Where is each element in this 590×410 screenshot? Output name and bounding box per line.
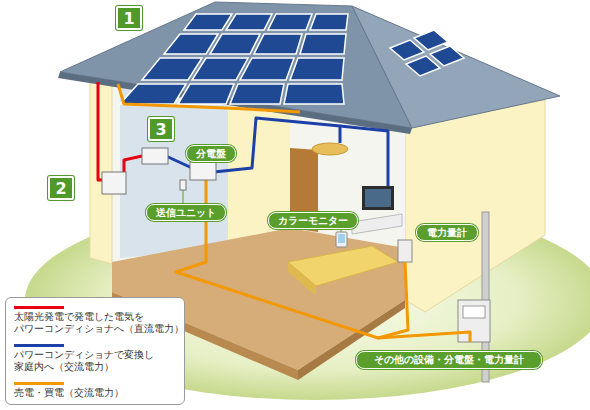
pill-text: 分電盤 xyxy=(196,147,226,161)
power-meter xyxy=(398,240,412,262)
legend-box: 太陽光発電で発電した電気を パワーコンディショナへ（直流電力） パワーコンディショ… xyxy=(5,297,185,405)
distribution-board xyxy=(190,162,216,180)
solar-panels xyxy=(120,14,348,104)
callout-number: 1 xyxy=(116,6,142,30)
transmission-unit xyxy=(180,180,186,190)
label-pill: 分電盤 xyxy=(186,145,236,162)
solar-panels xyxy=(390,30,464,76)
legend-line-sample xyxy=(14,344,64,347)
pill-text: カラーモニター xyxy=(278,214,348,228)
tv-stand xyxy=(352,214,402,234)
legend-text: パワーコンディショナで変換し 家庭内へ（交流電力） xyxy=(14,349,184,373)
callout-number: 3 xyxy=(148,117,174,141)
legend-text: 太陽光発電で発電した電気を パワーコンディショナへ（直流電力） xyxy=(14,311,184,335)
left-wall xyxy=(90,74,112,264)
outdoor-meter xyxy=(458,300,490,342)
roof-side xyxy=(352,6,560,128)
tv xyxy=(362,186,394,210)
tv-screen xyxy=(365,189,391,207)
pill-text: その他の設備・分電盤・電力量計 xyxy=(374,353,524,367)
pill-text: 電力量計 xyxy=(427,226,467,240)
label-pill: 電力量計 xyxy=(416,224,478,241)
sofa xyxy=(288,262,316,296)
junction-box xyxy=(142,148,168,164)
legend-text: 売電・買電（交流電力） xyxy=(14,387,184,399)
monitor-screen xyxy=(338,234,345,243)
ceiling-lamp xyxy=(312,143,348,155)
legend-line-sample xyxy=(14,382,64,385)
label-pill: 送信ユニット xyxy=(146,204,226,221)
callout-number: 2 xyxy=(48,176,74,200)
pill-text: 送信ユニット xyxy=(156,206,216,220)
power-conditioner xyxy=(102,172,126,194)
legend-line-sample xyxy=(14,306,64,309)
window-wall xyxy=(120,84,228,258)
meter-dial xyxy=(463,306,485,318)
label-pill: その他の設備・分電盤・電力量計 xyxy=(356,351,542,369)
label-pill: カラーモニター xyxy=(268,212,358,229)
right-wall xyxy=(405,100,545,312)
roof-eave xyxy=(58,72,412,134)
color-monitor xyxy=(336,232,347,247)
